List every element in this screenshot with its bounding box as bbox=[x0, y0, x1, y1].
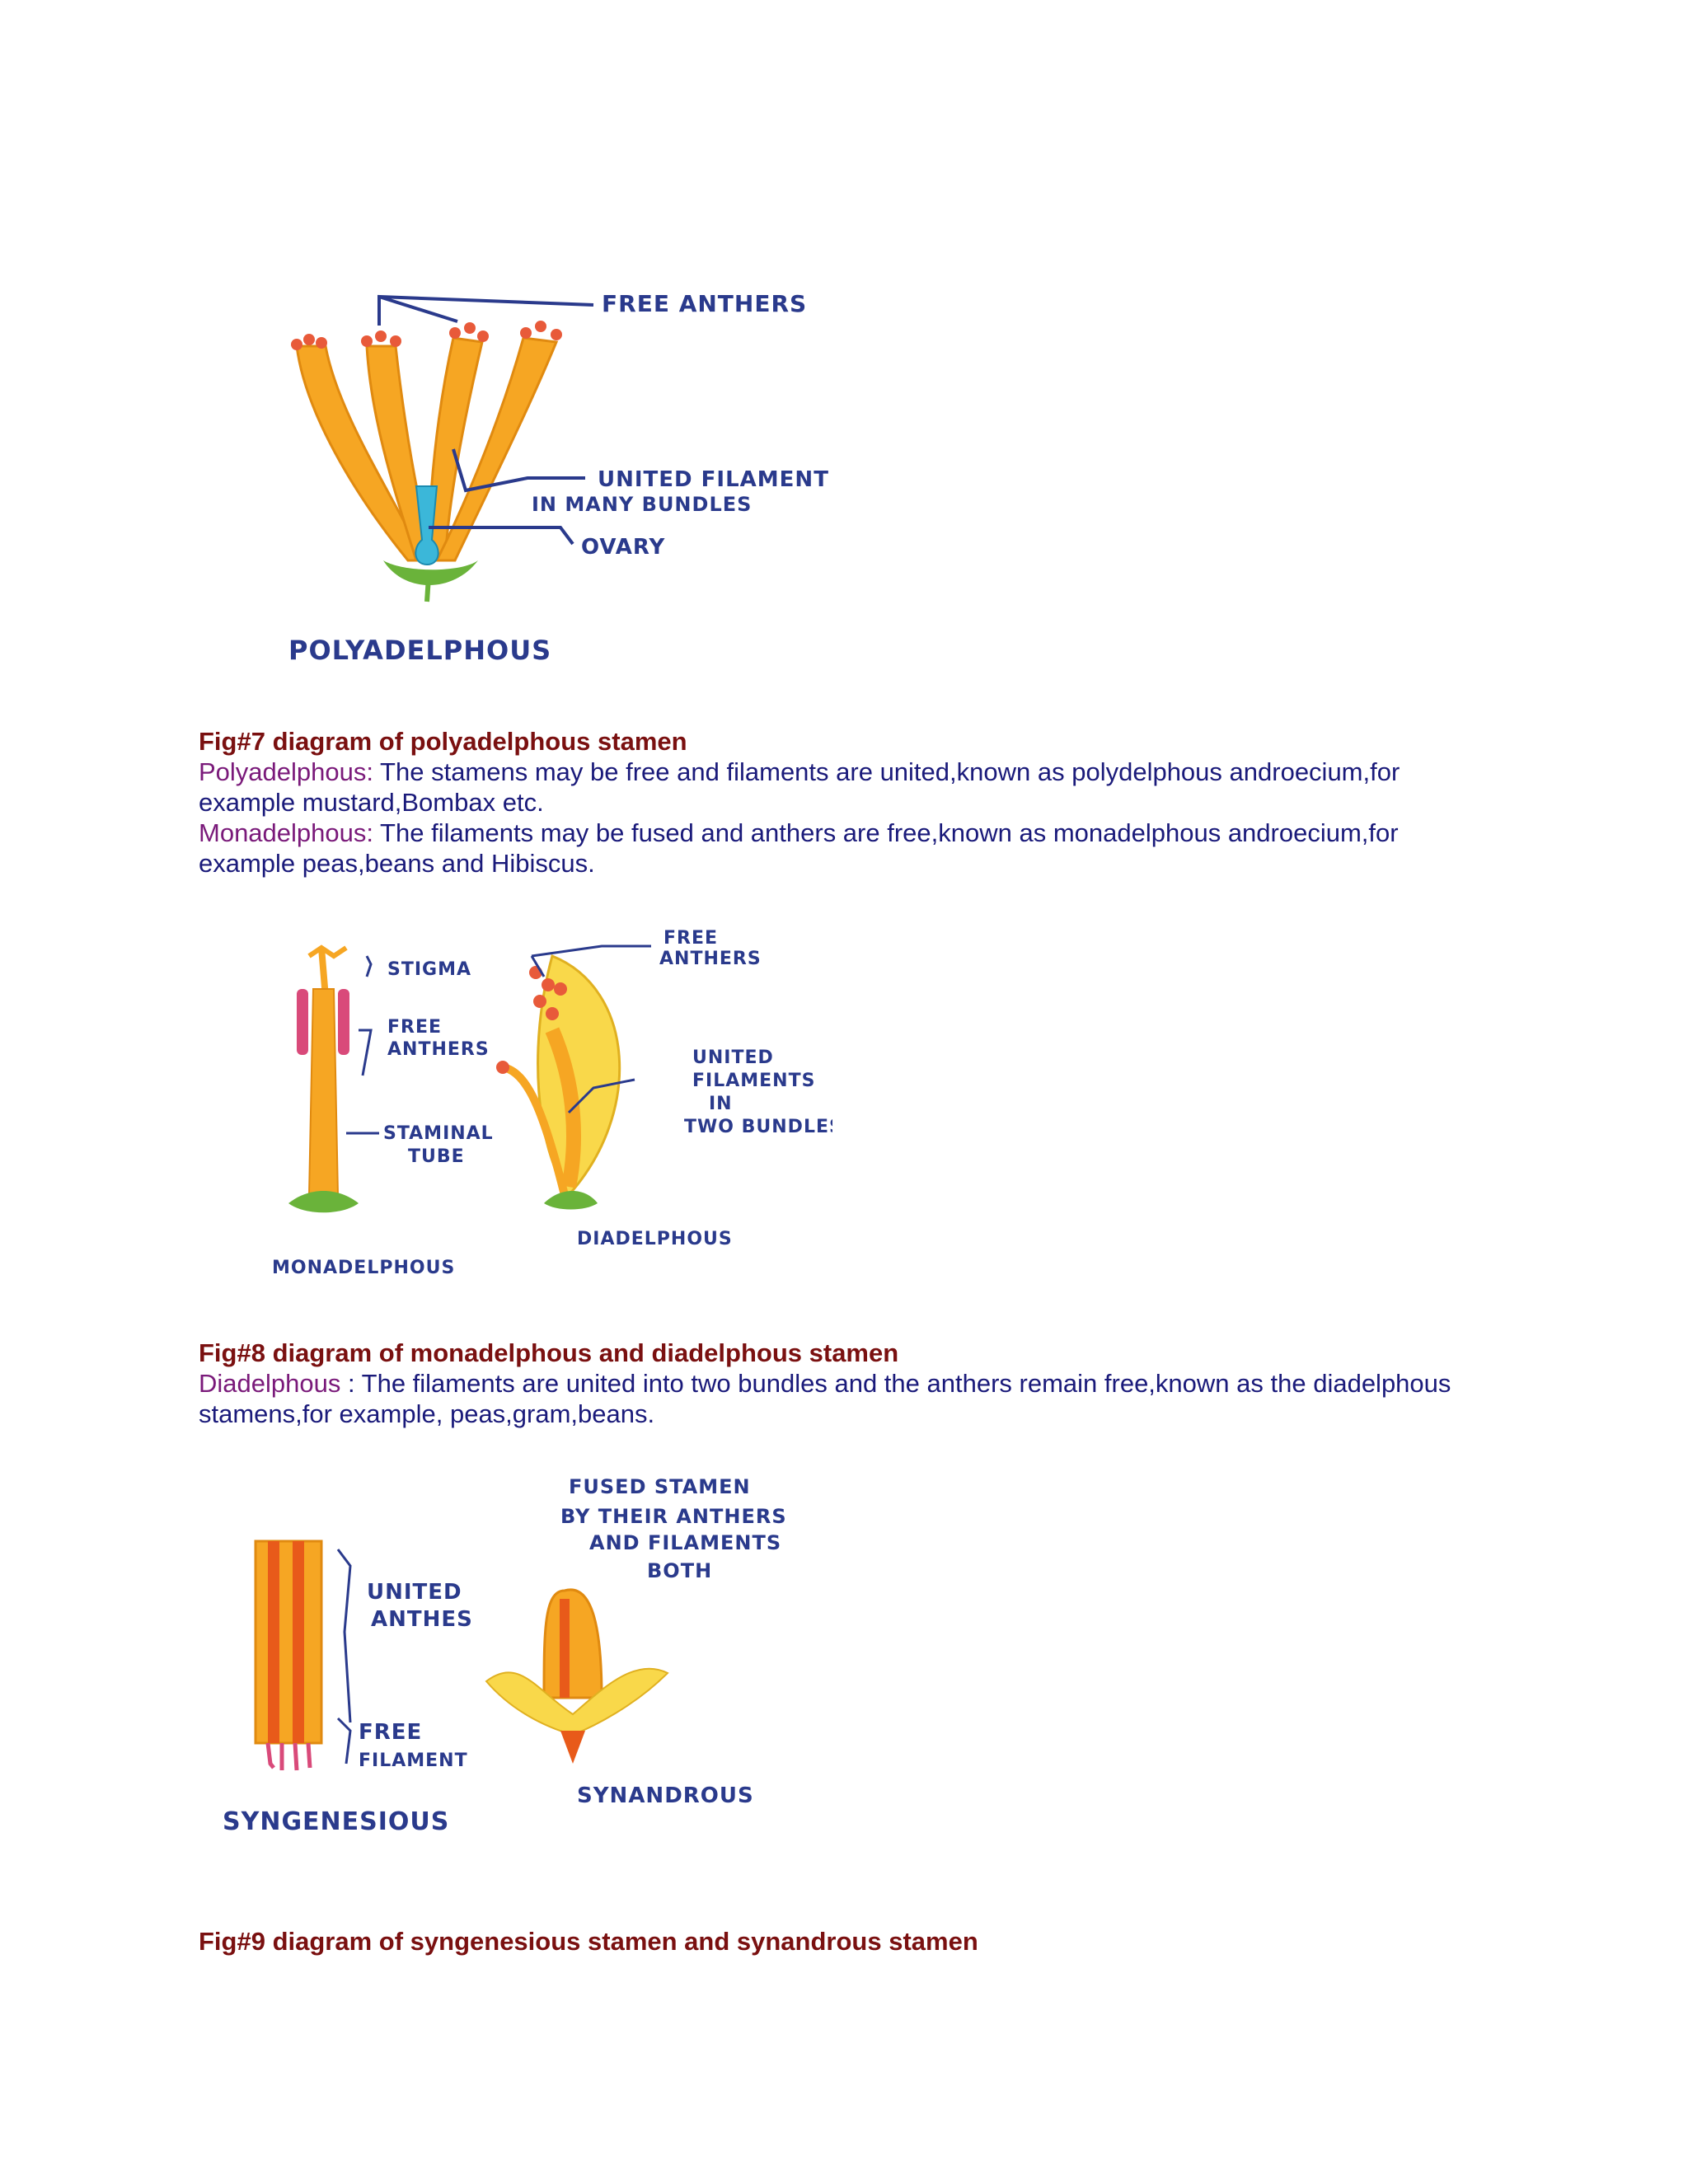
label-free-anthers: FREE ANTHERS bbox=[602, 290, 807, 317]
figure-7-caption: Fig#7 diagram of polyadelphous stamen bbox=[199, 727, 687, 757]
polyadelphous-drawing: FREE ANTHERS UNITED FILAMENT IN MANY BUN… bbox=[239, 247, 865, 709]
label-united-filament: UNITED FILAMENT bbox=[598, 467, 829, 492]
label-tube: TUBE bbox=[408, 1146, 465, 1167]
figure-polyadelphous: FREE ANTHERS UNITED FILAMENT IN MANY BUN… bbox=[239, 247, 865, 709]
label-in-many-bundles: IN MANY BUNDLES bbox=[532, 493, 752, 516]
diadelphous-drawing bbox=[496, 946, 651, 1210]
label-synandrous: SYNANDROUS bbox=[577, 1783, 754, 1808]
term-monadelphous: Monadelphous: bbox=[199, 818, 373, 847]
label-d-anthers: ANTHERS bbox=[659, 949, 762, 969]
label-filaments: FILAMENTS bbox=[692, 1071, 815, 1091]
label-in: IN bbox=[709, 1094, 733, 1114]
paragraph-polyadelphous: Polyadelphous: The stamens may be free a… bbox=[199, 757, 1484, 818]
label-free-filament-1: FREE bbox=[359, 1720, 422, 1745]
paragraph-diadelphous: Diadelphous : The filaments are united i… bbox=[199, 1368, 1484, 1429]
label-polyadelphous: POLYADELPHOUS bbox=[288, 635, 551, 666]
text-polyadelphous: The stamens may be free and filaments ar… bbox=[199, 757, 1400, 817]
figure-8-caption: Fig#8 diagram of monadelphous and diadel… bbox=[199, 1338, 898, 1368]
label-anthers: ANTHERS bbox=[387, 1039, 490, 1060]
synandrous-drawing bbox=[486, 1590, 668, 1764]
label-syngenesious: SYNGENESIOUS bbox=[223, 1807, 449, 1836]
label-ovary: OVARY bbox=[581, 535, 665, 560]
label-stigma: STIGMA bbox=[387, 959, 471, 980]
label-united-anthers-1: UNITED bbox=[367, 1580, 462, 1605]
label-d-free: FREE bbox=[663, 928, 718, 949]
label-united: UNITED bbox=[692, 1047, 774, 1068]
text-diadelphous: : The filaments are united into two bund… bbox=[199, 1369, 1451, 1428]
term-polyadelphous: Polyadelphous: bbox=[199, 757, 373, 786]
label-fused-4: BOTH bbox=[647, 1559, 712, 1582]
label-fused-3: AND FILAMENTS bbox=[589, 1531, 781, 1554]
figure-syngenesious-synandrous: UNITED ANTHES FREE FILAMENT SYNGENESIOUS… bbox=[206, 1467, 832, 1879]
label-staminal: STAMINAL bbox=[383, 1123, 494, 1144]
label-monadelphous: MONADELPHOUS bbox=[272, 1258, 455, 1278]
figure-9-caption: Fig#9 diagram of syngenesious stamen and… bbox=[199, 1927, 978, 1957]
syngenesious-drawing bbox=[256, 1541, 350, 1770]
label-free: FREE bbox=[387, 1017, 442, 1038]
label-fused-2: BY THEIR ANTHERS bbox=[560, 1505, 787, 1528]
label-united-anthers-2: ANTHES bbox=[371, 1607, 473, 1632]
figure-monadelphous-diadelphous: STIGMA FREE ANTHERS STAMINAL TUBE MONADE… bbox=[206, 898, 832, 1310]
monadelphous-diadelphous-drawing: STIGMA FREE ANTHERS STAMINAL TUBE MONADE… bbox=[206, 898, 832, 1310]
monadelphous-drawing bbox=[288, 948, 379, 1212]
text-monadelphous: The filaments may be fused and anthers a… bbox=[199, 818, 1399, 878]
label-two-bundles: TWO BUNDLES bbox=[684, 1117, 832, 1137]
label-fused-1: FUSED STAMEN bbox=[569, 1475, 751, 1498]
label-diadelphous: DIADELPHOUS bbox=[577, 1229, 733, 1249]
paragraph-monadelphous: Monadelphous: The filaments may be fused… bbox=[199, 818, 1484, 879]
term-diadelphous: Diadelphous bbox=[199, 1369, 340, 1398]
label-free-filament-2: FILAMENT bbox=[359, 1750, 468, 1771]
syngenesious-synandrous-drawing: UNITED ANTHES FREE FILAMENT SYNGENESIOUS… bbox=[206, 1467, 832, 1879]
